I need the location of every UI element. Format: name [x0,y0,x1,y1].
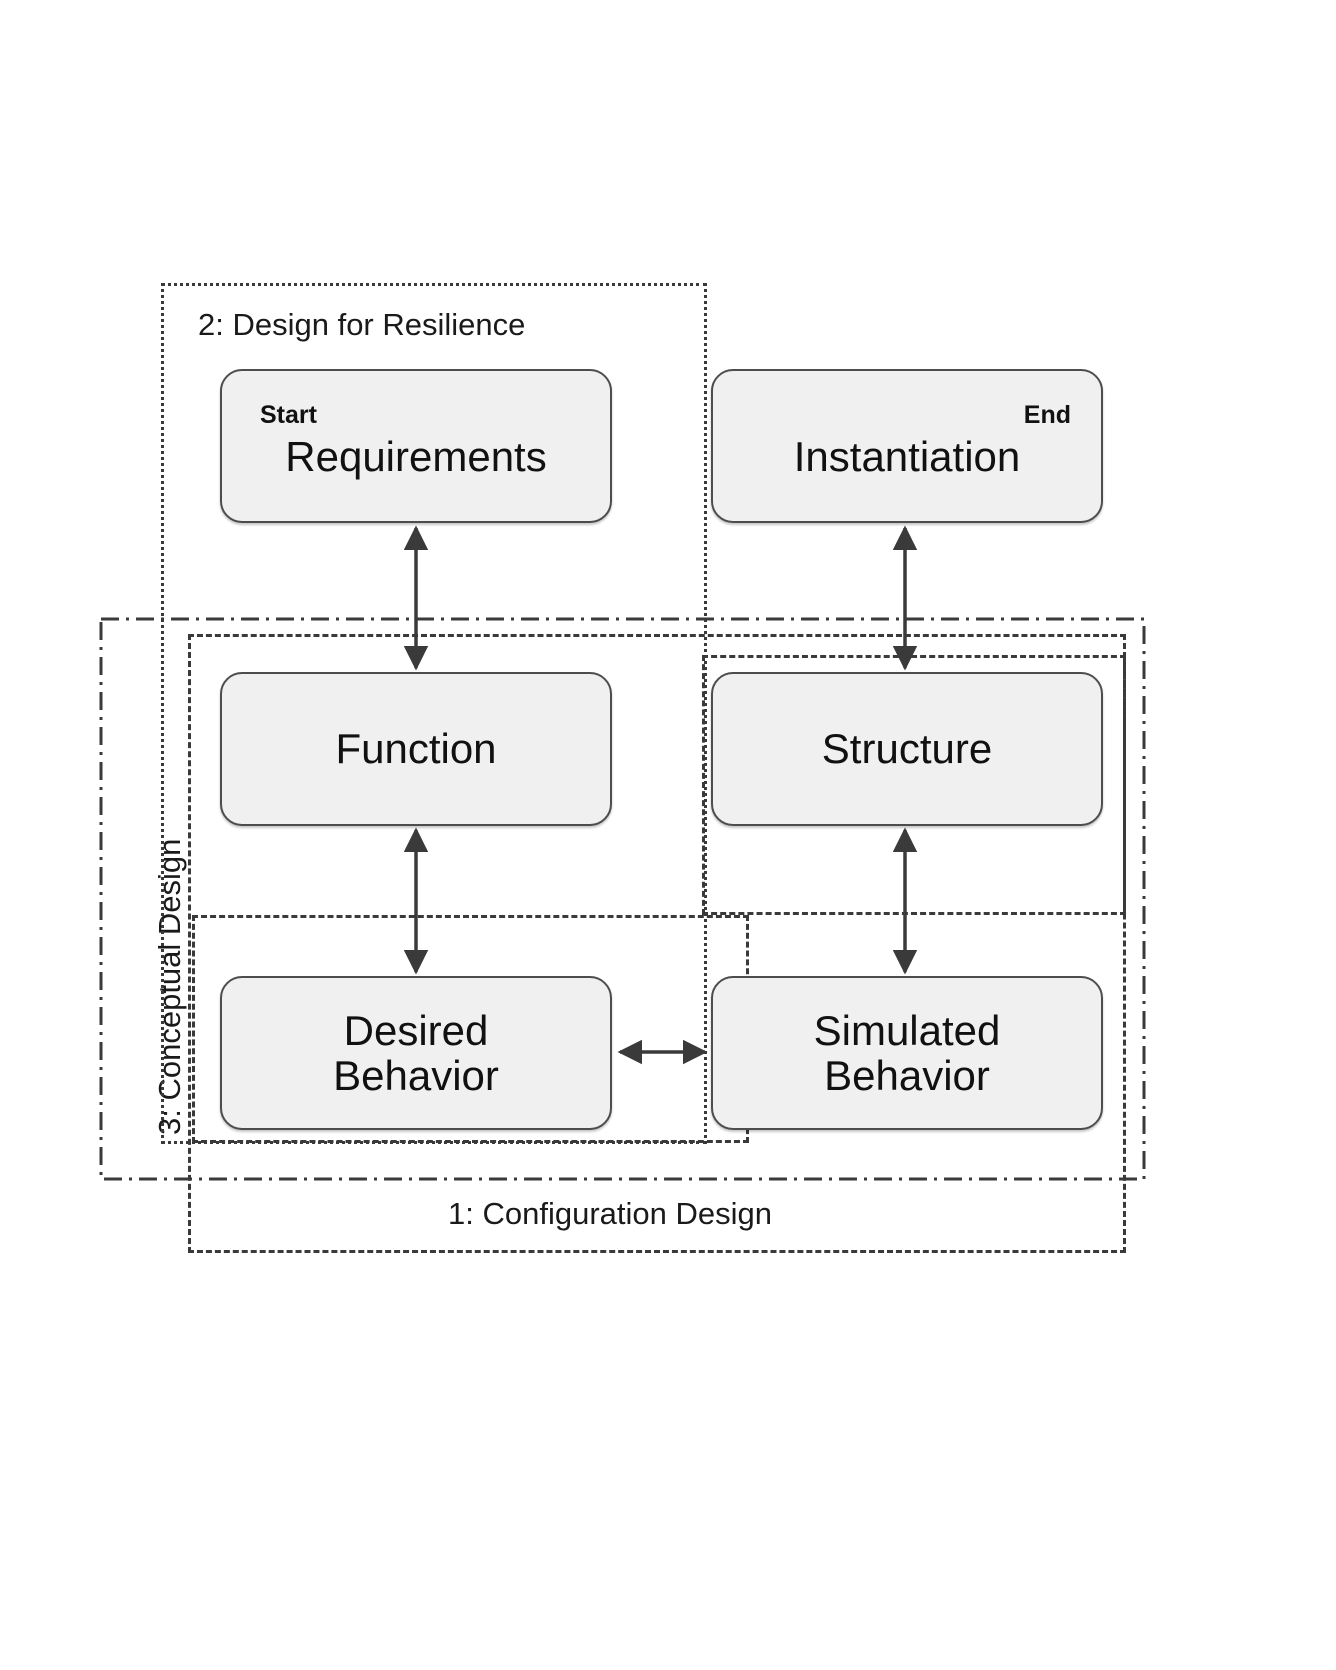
node-instantiation[interactable]: End Instantiation [711,369,1103,523]
node-function[interactable]: Function [220,672,612,826]
node-title-structure: Structure [821,725,993,773]
node-simulated-behavior[interactable]: Simulated Behavior [711,976,1103,1130]
region-label-configuration-design: 1: Configuration Design [448,1196,772,1231]
node-requirements[interactable]: Start Requirements [220,369,612,523]
node-desired-behavior[interactable]: Desired Behavior [220,976,612,1130]
node-title-instantiation: Instantiation [793,433,1021,481]
region-configuration-design [188,634,1126,1253]
node-tag-start: Start [260,401,317,429]
node-title-function: Function [335,725,497,773]
node-tag-end: End [1023,401,1071,429]
node-title-requirements: Requirements [285,433,547,481]
node-title-desired-behavior: Desired Behavior [333,1006,499,1099]
region-label-design-for-resilience: 2: Design for Resilience [198,307,526,342]
node-title-simulated-behavior: Simulated Behavior [813,1006,1001,1099]
node-structure[interactable]: Structure [711,672,1103,826]
